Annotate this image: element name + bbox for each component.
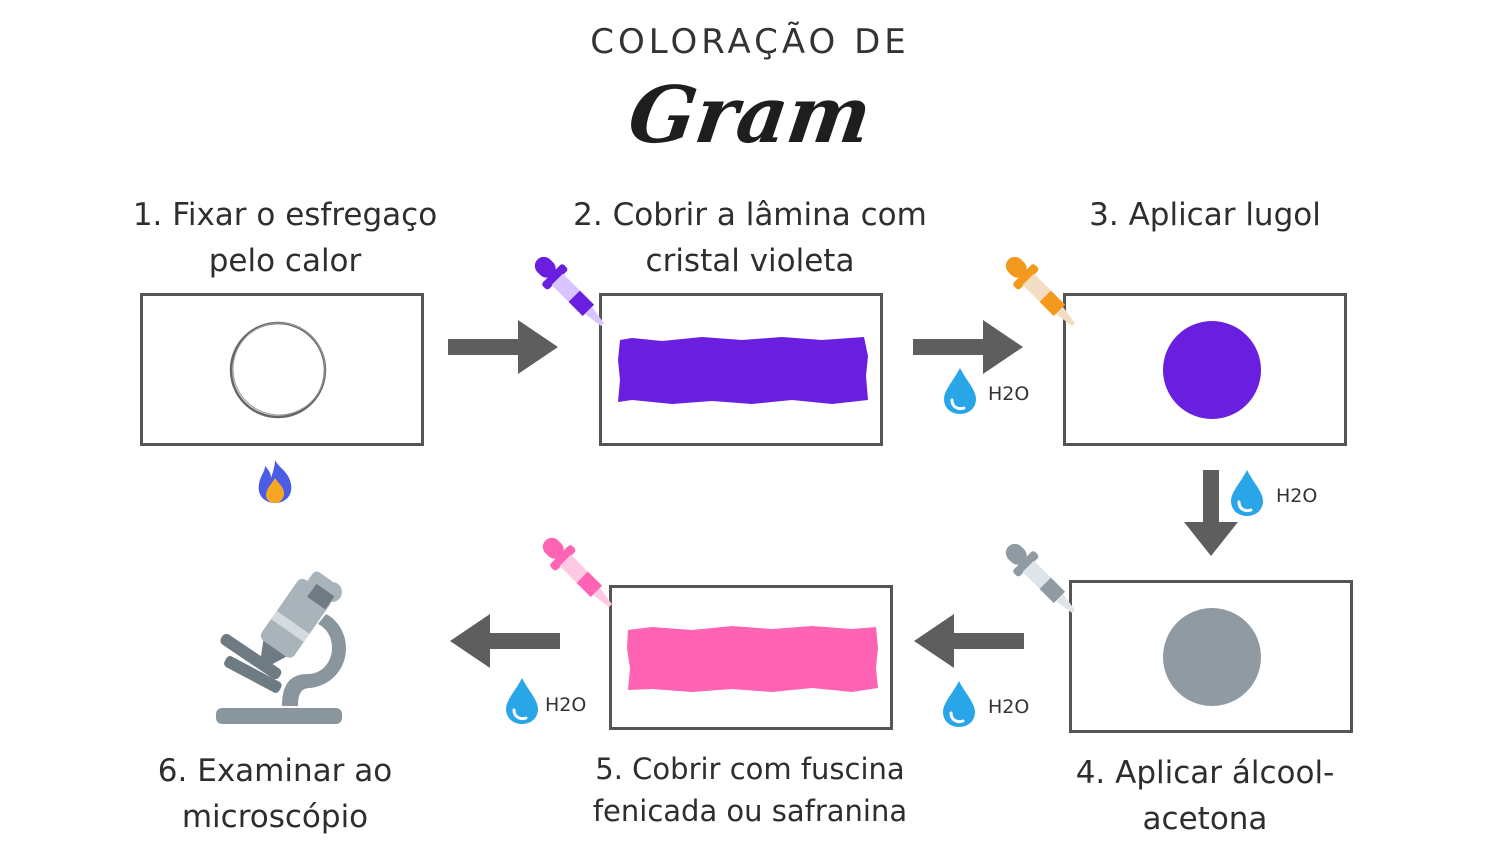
lugol-smear <box>1163 321 1261 419</box>
slide-2 <box>599 293 883 446</box>
water-drop-icon <box>504 676 540 726</box>
step-6-label: 6. Examinar ao microscópio <box>100 748 450 840</box>
water-drop-icon <box>1229 468 1265 518</box>
arrow-icon <box>912 612 1024 670</box>
arrow-icon <box>448 318 560 376</box>
step-5-line1: 5. Cobrir com fuscina <box>595 752 905 786</box>
step-6-line1: 6. Examinar ao <box>157 753 393 789</box>
step-1-label: 1. Fixar o esfregaço pelo calor <box>100 192 470 284</box>
step-1-line1: 1. Fixar o esfregaço <box>132 197 438 233</box>
step-4-line2: acetona <box>1142 801 1268 837</box>
arrow-icon <box>1182 470 1240 558</box>
flame-icon <box>253 458 297 504</box>
step-5-line2: fenicada ou safranina <box>592 794 908 828</box>
slide-4 <box>1069 580 1353 733</box>
h2o-label: H2O <box>988 696 1030 718</box>
slide-3 <box>1063 293 1347 446</box>
step-1-line2: pelo calor <box>208 243 362 279</box>
water-drop-icon <box>942 366 978 416</box>
title-script: Gram <box>623 70 877 161</box>
step-4-line1: 4. Aplicar álcool- <box>1075 755 1335 791</box>
step-5-label: 5. Cobrir com fuscina fenicada ou safran… <box>560 748 940 832</box>
dropper-icon <box>525 246 615 338</box>
dropper-icon <box>996 533 1086 625</box>
step-4-label: 4. Aplicar álcool- acetona <box>1030 750 1380 842</box>
h2o-label: H2O <box>545 694 587 716</box>
smear-circle <box>229 321 327 419</box>
crystal-violet-smear <box>618 337 868 404</box>
dropper-icon <box>533 527 623 619</box>
arrow-icon <box>913 318 1025 376</box>
step-2-label: 2. Cobrir a lâmina com cristal violeta <box>540 192 960 284</box>
microscope-icon <box>212 571 352 726</box>
title-heading: COLORAÇÃO DE <box>590 22 910 62</box>
slide-1 <box>140 293 424 446</box>
step-6-line2: microscópio <box>181 799 369 835</box>
arrow-icon <box>448 612 560 670</box>
step-3-label: 3. Aplicar lugol <box>1030 192 1380 238</box>
h2o-label: H2O <box>988 383 1030 405</box>
water-drop-icon <box>941 679 977 729</box>
dropper-icon <box>996 246 1086 338</box>
fuchsin-smear <box>627 626 878 692</box>
step-2-line2: cristal violeta <box>645 243 855 279</box>
step-2-line1: 2. Cobrir a lâmina com <box>573 197 927 233</box>
slide-5 <box>609 585 893 730</box>
step-3-line1: 3. Aplicar lugol <box>1089 197 1321 233</box>
h2o-label: H2O <box>1276 485 1318 507</box>
alcohol-smear <box>1163 608 1261 706</box>
